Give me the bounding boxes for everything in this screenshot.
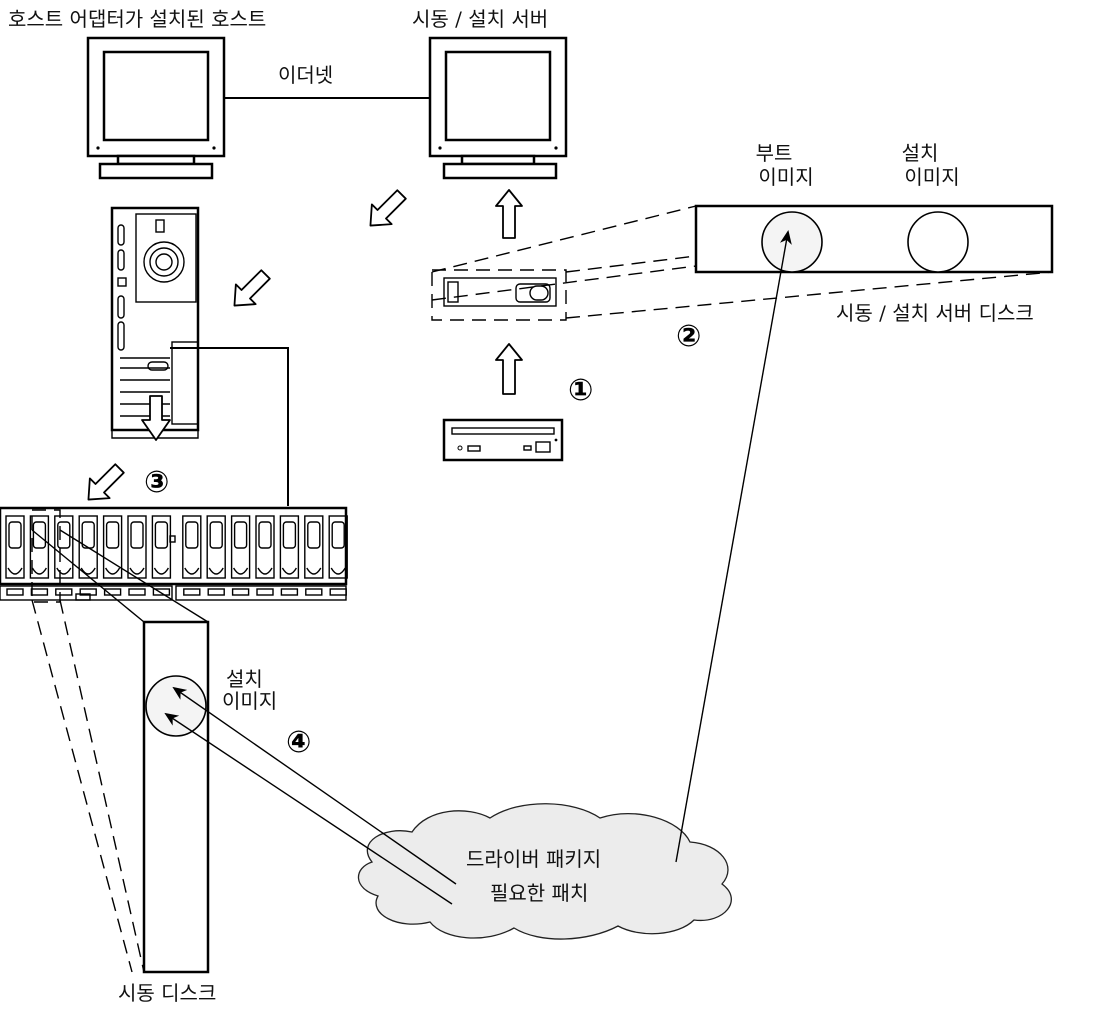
- label-server-disk: 시동 / 설치 서버 디스크: [836, 301, 1034, 325]
- label-required-patch: 필요한 패치: [490, 881, 588, 905]
- label-disk-install-image-1: 설치: [226, 667, 263, 691]
- array-disk-bay: [29, 515, 50, 579]
- label-install-image-2: 이미지: [904, 165, 959, 189]
- array-disk-bay: [255, 515, 275, 579]
- label-host-with-adapter: 호스트 어댑터가 설치된 호스트: [8, 7, 266, 31]
- label-driver-package: 드라이버 패키지: [466, 847, 601, 871]
- array-slot: [79, 588, 97, 596]
- disk-array: [0, 506, 348, 601]
- host-monitor: [86, 36, 226, 180]
- array-disk-bay: [304, 515, 324, 579]
- boot-disk: [142, 620, 210, 974]
- array-slot: [30, 588, 49, 596]
- array-disk-bay: [5, 515, 25, 579]
- scsi-cable: [170, 347, 289, 506]
- array-disk-bay: [230, 515, 251, 579]
- cdrom-drive: [442, 418, 564, 462]
- array-slot: [256, 588, 274, 596]
- tower-server: [110, 206, 200, 439]
- array-slot: [128, 588, 146, 596]
- array-slot: [305, 588, 323, 596]
- array-slot: [207, 588, 225, 596]
- array-disk-bay: [182, 515, 202, 579]
- boot-image-transfer-line: [675, 230, 792, 863]
- array-slot: [329, 588, 347, 596]
- label-boot-image-1: 부트: [756, 141, 793, 165]
- array-disk-bay: [54, 515, 74, 579]
- selected-disk-marker: [31, 509, 61, 603]
- network-cloud: [357, 803, 732, 940]
- array-slot: [280, 588, 299, 596]
- label-install-image-1: 설치: [902, 141, 939, 165]
- step-1: ①: [568, 373, 593, 408]
- array-slot: [152, 588, 171, 596]
- patch-transfer-line: [164, 712, 453, 905]
- tape-drive: [431, 269, 567, 321]
- install-server-monitor: [428, 36, 568, 180]
- array-disk-bay: [151, 515, 172, 579]
- array-disk-bay: [102, 515, 123, 579]
- server-disk: [694, 204, 1054, 274]
- label-boot-image-2: 이미지: [758, 165, 813, 189]
- array-slot: [103, 588, 122, 596]
- driver-package-transfer-line: [172, 686, 457, 885]
- array-disk-bay: [328, 515, 348, 579]
- label-boot-disk: 시동 디스크: [118, 981, 216, 1005]
- array-slot: [231, 588, 250, 596]
- array-disk-bay: [206, 515, 226, 579]
- flow-arrows: [87, 189, 523, 501]
- array-slot: [183, 588, 201, 596]
- step-4: ④: [286, 725, 311, 760]
- array-disk-bay: [279, 515, 300, 579]
- label-install-server: 시동 / 설치 서버: [412, 7, 548, 31]
- label-disk-install-image-2: 이미지: [222, 689, 277, 713]
- step-2: ②: [676, 319, 701, 354]
- step-3: ③: [144, 465, 169, 500]
- array-slot: [55, 588, 73, 596]
- label-ethernet: 이더넷: [278, 63, 333, 87]
- array-slot: [6, 588, 24, 596]
